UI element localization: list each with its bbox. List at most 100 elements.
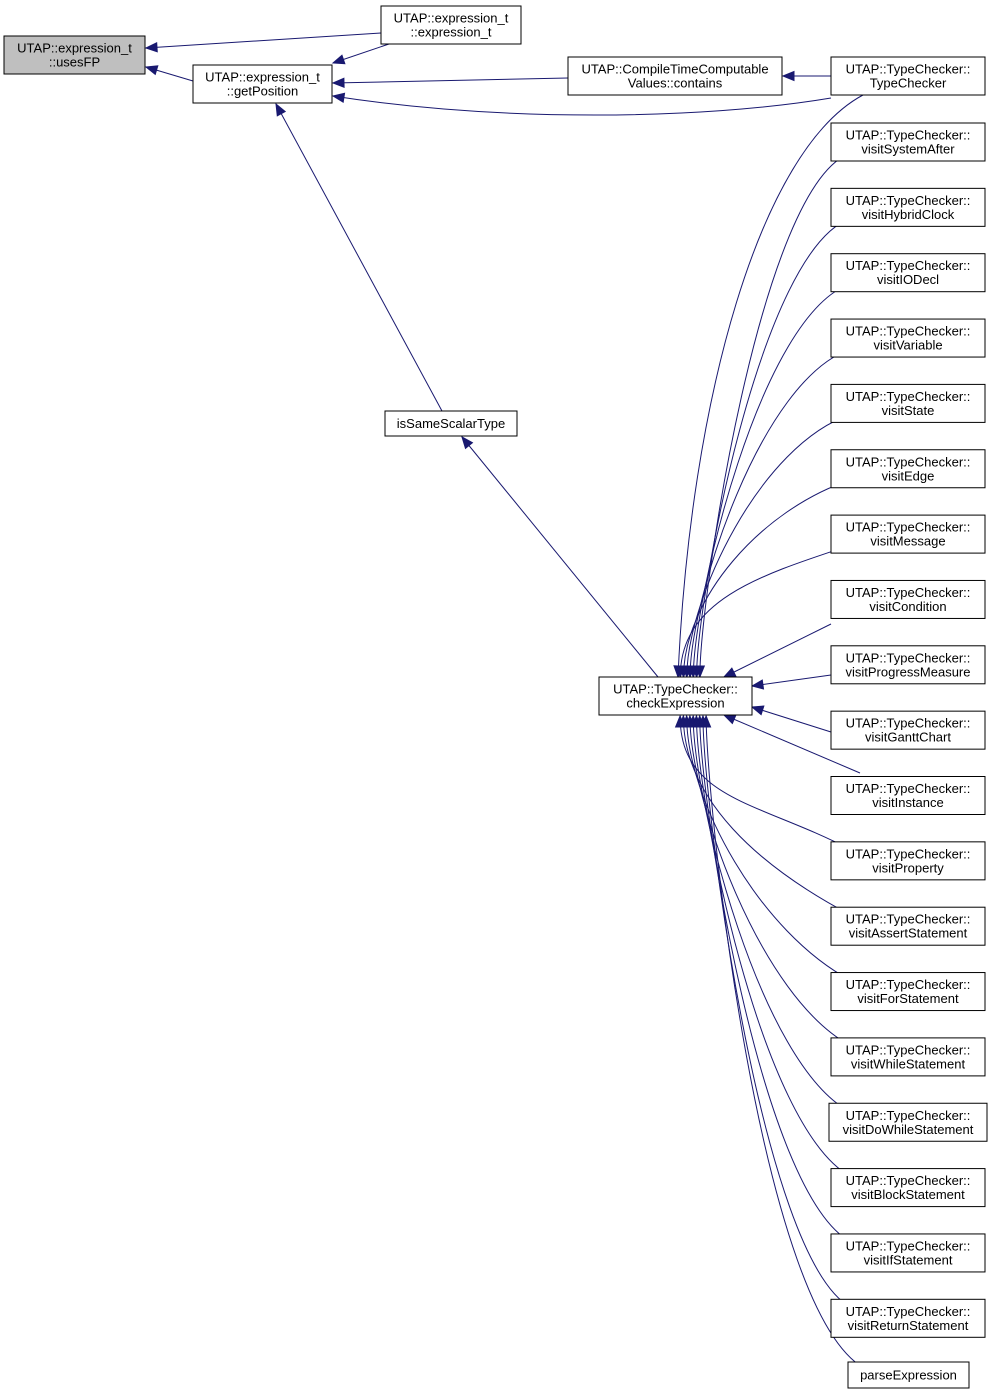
arrowhead <box>750 679 765 690</box>
edge-visitCondition-to-checkExpression <box>722 623 832 678</box>
edge-line <box>723 714 861 774</box>
arrowhead <box>722 714 737 725</box>
node-label-line: Values::contains <box>628 76 723 91</box>
node-visitInstance[interactable]: UTAP::TypeChecker::visitInstance <box>830 776 986 815</box>
edge-visitVariable-to-checkExpression <box>684 348 852 679</box>
node-label-line: visitMessage <box>870 534 945 549</box>
edge-line <box>145 32 382 49</box>
node-box[interactable] <box>830 579 986 619</box>
edge-tc_ctor-to-getPosition <box>331 92 832 116</box>
node-box[interactable] <box>830 122 986 162</box>
node-parseExpression[interactable]: parseExpression <box>847 1361 970 1389</box>
edge-visitDoWhileStatement-to-checkExpression <box>687 714 850 1112</box>
node-visitBlockStatement[interactable]: UTAP::TypeChecker::visitBlockStatement <box>830 1168 986 1208</box>
edge-parseExpression-to-checkExpression <box>700 714 869 1371</box>
node-visitMessage[interactable]: UTAP::TypeChecker::visitMessage <box>830 514 986 554</box>
edge-line <box>699 715 852 1243</box>
node-label-line: visitState <box>882 403 935 418</box>
node-label-line: UTAP::TypeChecker:: <box>846 846 971 861</box>
node-box[interactable] <box>192 64 333 104</box>
node-expression_ctor[interactable]: UTAP::expression_t::expression_t <box>380 5 522 45</box>
edge-line <box>723 623 832 678</box>
node-visitProgressMeasure[interactable]: UTAP::TypeChecker::visitProgressMeasure <box>830 645 986 685</box>
node-box[interactable] <box>830 383 986 423</box>
edge-line <box>332 95 832 116</box>
node-box[interactable] <box>3 35 146 75</box>
node-label-line: ::expression_t <box>411 25 492 40</box>
edge-tc_ctor-to-ctc_contains <box>781 70 831 82</box>
node-box[interactable] <box>830 906 986 946</box>
node-tc_ctor[interactable]: UTAP::TypeChecker::TypeChecker <box>830 56 986 96</box>
arrowhead <box>461 435 474 450</box>
edge-line <box>696 217 852 678</box>
node-ctc_contains[interactable]: UTAP::CompileTimeComputableValues::conta… <box>567 56 783 96</box>
node-getPosition[interactable]: UTAP::expression_t::getPosition <box>192 64 333 104</box>
edge-line <box>679 544 852 678</box>
node-visitForStatement[interactable]: UTAP::TypeChecker::visitForStatement <box>830 972 986 1012</box>
arrowhead <box>275 102 287 117</box>
arrowhead <box>722 667 737 678</box>
node-visitDoWhileStatement[interactable]: UTAP::TypeChecker::visitDoWhileStatement <box>828 1102 988 1142</box>
node-visitAssertStatement[interactable]: UTAP::TypeChecker::visitAssertStatement <box>830 906 986 946</box>
edge-line <box>679 715 852 851</box>
node-visitIODecl[interactable]: UTAP::TypeChecker::visitIODecl <box>830 253 986 293</box>
node-label-line: UTAP::TypeChecker:: <box>846 128 971 143</box>
edge-visitMessage-to-checkExpression <box>675 544 852 679</box>
node-label-line: visitGanttChart <box>865 730 951 745</box>
node-box[interactable] <box>830 449 986 489</box>
node-box[interactable] <box>830 514 986 554</box>
node-visitHybridClock[interactable]: UTAP::TypeChecker::visitHybridClock <box>830 187 986 227</box>
node-label-line: UTAP::TypeChecker:: <box>846 716 971 731</box>
node-label-line: visitHybridClock <box>862 207 955 222</box>
node-label-line: ::getPosition <box>227 84 299 99</box>
node-box[interactable] <box>830 187 986 227</box>
arrowhead <box>144 42 158 53</box>
node-isSameScalarType[interactable]: isSameScalarType <box>384 410 518 437</box>
node-visitIfStatement[interactable]: UTAP::TypeChecker::visitIfStatement <box>830 1233 986 1273</box>
edge-visitAssertStatement-to-checkExpression <box>678 714 852 916</box>
edge-visitGanttChart-to-checkExpression <box>750 705 832 733</box>
node-label-line: UTAP::TypeChecker:: <box>846 1042 971 1057</box>
edge-line <box>705 715 869 1371</box>
node-box[interactable] <box>830 253 986 293</box>
node-box[interactable] <box>830 645 986 685</box>
node-label-line: UTAP::TypeChecker:: <box>846 389 971 404</box>
node-box[interactable] <box>830 1298 986 1338</box>
node-box[interactable] <box>830 841 986 881</box>
node-visitState[interactable]: UTAP::TypeChecker::visitState <box>830 383 986 423</box>
node-usesFP[interactable]: UTAP::expression_t::usesFP <box>3 35 146 75</box>
node-box[interactable] <box>384 410 518 437</box>
node-box[interactable] <box>830 56 986 96</box>
node-label-line: UTAP::TypeChecker:: <box>846 977 971 992</box>
node-box[interactable] <box>830 1168 986 1208</box>
node-box[interactable] <box>830 1233 986 1273</box>
node-visitCondition[interactable]: UTAP::TypeChecker::visitCondition <box>830 579 986 619</box>
node-box[interactable] <box>830 972 986 1012</box>
node-box[interactable] <box>380 5 522 45</box>
node-box[interactable] <box>828 1102 988 1142</box>
node-visitSystemAfter[interactable]: UTAP::TypeChecker::visitSystemAfter <box>830 122 986 162</box>
node-visitWhileStatement[interactable]: UTAP::TypeChecker::visitWhileStatement <box>830 1037 986 1077</box>
node-visitProperty[interactable]: UTAP::TypeChecker::visitProperty <box>830 841 986 881</box>
edge-expression_ctor-to-getPosition <box>331 43 390 65</box>
node-box[interactable] <box>830 776 986 815</box>
node-box[interactable] <box>567 56 783 96</box>
edge-isSameScalarType-to-getPosition <box>275 102 443 412</box>
node-box[interactable] <box>598 676 753 716</box>
edge-line <box>689 715 852 1047</box>
node-box[interactable] <box>847 1361 970 1389</box>
node-visitGanttChart[interactable]: UTAP::TypeChecker::visitGanttChart <box>830 710 986 750</box>
node-visitVariable[interactable]: UTAP::TypeChecker::visitVariable <box>830 318 986 358</box>
node-box[interactable] <box>830 1037 986 1077</box>
node-label-line: UTAP::expression_t <box>394 11 509 26</box>
node-checkExpression[interactable]: UTAP::TypeChecker::checkExpression <box>598 676 753 716</box>
node-visitEdge[interactable]: UTAP::TypeChecker::visitEdge <box>830 449 986 489</box>
node-box[interactable] <box>830 710 986 750</box>
arrowhead <box>331 77 345 88</box>
node-label-line: UTAP::TypeChecker:: <box>846 62 971 77</box>
node-visitReturnStatement[interactable]: UTAP::TypeChecker::visitReturnStatement <box>830 1298 986 1338</box>
edge-visitEdge-to-checkExpression <box>678 479 852 679</box>
node-box[interactable] <box>830 318 986 358</box>
edge-line <box>751 674 832 687</box>
